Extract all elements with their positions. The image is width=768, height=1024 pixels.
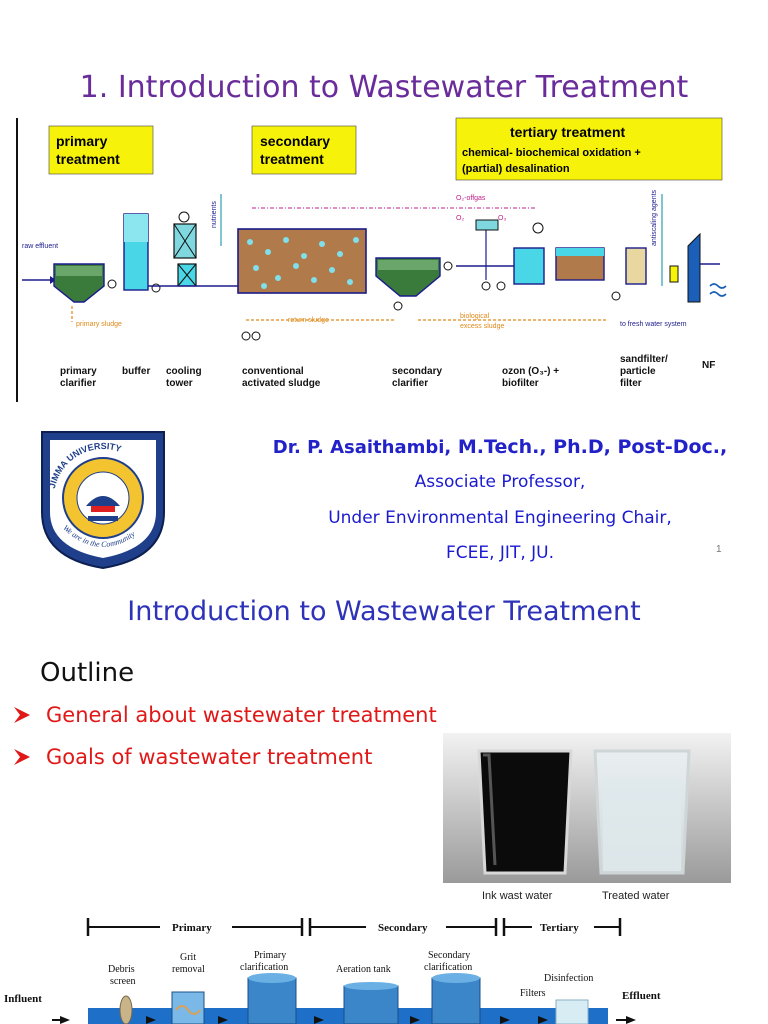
author-degrees: M.Tech., Ph.D, Post-Doc., <box>451 436 728 458</box>
page-number: 1 <box>716 544 722 555</box>
author-name-text: Dr. P. Asaithambi, <box>272 437 452 458</box>
unit-sandfilter-3: filter <box>620 378 642 389</box>
unit-secondary-clarifier-1: secondary <box>392 366 442 377</box>
author-name: Dr. P. Asaithambi, M.Tech., Ph.D, Post-D… <box>230 436 768 458</box>
o2-label: O₂ <box>456 215 464 222</box>
nf-membrane <box>687 232 701 303</box>
tertiary-box-title: tertiary treatment <box>510 124 625 140</box>
step-debris-1: Debris <box>108 964 135 975</box>
unit-activated-sludge-2: activated sludge <box>242 378 321 389</box>
sandfilter <box>625 247 647 285</box>
step-debris-2: screen <box>110 976 136 987</box>
disinfection-unit <box>555 999 589 1024</box>
author-role: Associate Professor, <box>414 472 586 492</box>
step-primary-clar-2: clarification <box>240 962 288 973</box>
return-sludge-label: return sludge <box>288 317 329 324</box>
water-wave-icon <box>709 283 727 297</box>
unit-cooling-tower-1: cooling <box>166 366 202 377</box>
unit-ozon-1: ozon (O₃-) + <box>502 366 559 377</box>
ink-beaker <box>477 749 573 875</box>
arrow-bullet-icon <box>14 707 30 723</box>
secondary-box-line2: treatment <box>260 151 324 167</box>
secondary-clarifier-tank <box>431 977 481 1024</box>
step-grit-2: removal <box>172 964 205 975</box>
tertiary-box-sub1: chemical- biochemical oxidation + <box>462 147 641 159</box>
debris-screen <box>119 995 133 1024</box>
unit-sandfilter-1: sandfilter/ <box>620 354 668 365</box>
stage-secondary: Secondary <box>378 922 428 934</box>
step-disinfection: Disinfection <box>544 973 593 984</box>
tertiary-box-sub2: (partial) desalination <box>462 163 570 175</box>
primary-sludge-label: primary sludge <box>76 321 122 328</box>
nutrients-label: nutrients <box>211 201 218 228</box>
effluent-label: Effluent <box>622 990 661 1002</box>
biological-label: biological <box>460 313 490 320</box>
beakers-photo <box>443 733 731 883</box>
unit-activated-sludge-1: conventional <box>242 366 304 377</box>
ozone-contactor <box>513 247 545 285</box>
raw-effluent-label: raw effluent <box>22 243 58 250</box>
step-aeration: Aeration tank <box>336 964 391 975</box>
primary-clarifier-tank <box>247 977 297 1024</box>
unit-nf: NF <box>702 360 715 371</box>
o2-offgas-label: O₂-offgas <box>456 195 486 202</box>
outline-bullet-2-text: Goals of wastewater treatment <box>46 745 373 769</box>
o3-label: O₃ <box>498 215 506 222</box>
treatment-process-diagram: Primary Secondary Tertiary Debris screen… <box>4 918 661 1024</box>
step-secondary-clar-1: Secondary <box>428 950 470 961</box>
step-secondary-clar-2: clarification <box>424 962 472 973</box>
aeration-tank <box>343 985 399 1024</box>
outline-bullet-1-text: General about wastewater treatment <box>46 703 437 727</box>
secondary-box-line1: secondary <box>260 133 330 149</box>
influent-label: Influent <box>4 993 42 1005</box>
tertiary-treatment-diagram: primary treatment secondary treatment te… <box>16 117 727 402</box>
unit-primary-clarifier-2: clarifier <box>60 378 96 389</box>
activated-sludge-tank <box>237 228 367 294</box>
secondary-treatment-box <box>251 125 357 175</box>
unit-ozon-2: biofilter <box>502 378 539 389</box>
stage-primary: Primary <box>172 922 212 934</box>
ink-wastewater-caption: Ink wast water <box>482 890 553 902</box>
primary-box-line2: treatment <box>56 151 120 167</box>
primary-box-line1: primary <box>56 133 108 149</box>
step-primary-clar-1: Primary <box>254 950 286 961</box>
antiscaling-label: antiscaling agents <box>651 189 658 246</box>
outline-bullet-2: Goals of wastewater treatment <box>12 745 372 769</box>
author-institution: FCEE, JIT, JU. <box>445 543 555 563</box>
unit-cooling-tower-2: tower <box>166 378 193 389</box>
author-chair: Under Environmental Engineering Chair, <box>328 508 672 528</box>
arrow-bullet-icon <box>14 749 30 765</box>
primary-treatment-box <box>48 125 154 175</box>
jimma-university-logo: JIMMA UNIVERSITY We are in the Community <box>41 431 165 570</box>
treated-water-caption: Treated water <box>602 890 670 902</box>
excess-sludge-label: excess sludge <box>460 323 504 330</box>
stage-tertiary: Tertiary <box>540 922 579 934</box>
unit-buffer: buffer <box>122 366 150 377</box>
outline-heading: Outline <box>40 658 135 688</box>
ozone-generator <box>475 219 499 231</box>
unit-sandfilter-2: particle <box>620 366 656 377</box>
tertiary-treatment-box <box>455 117 723 181</box>
unit-secondary-clarifier-2: clarifier <box>392 378 428 389</box>
unit-primary-clarifier-1: primary <box>60 366 97 377</box>
fresh-water-label: to fresh water system <box>620 321 687 328</box>
step-filters: Filters <box>520 988 546 999</box>
step-grit-1: Grit <box>180 952 196 963</box>
outline-bullet-1: General about wastewater treatment <box>12 703 437 727</box>
slide-2-title: Introduction to Wastewater Treatment <box>127 596 641 627</box>
slide-1-title: 1. Introduction to Wastewater Treatment <box>79 70 689 105</box>
